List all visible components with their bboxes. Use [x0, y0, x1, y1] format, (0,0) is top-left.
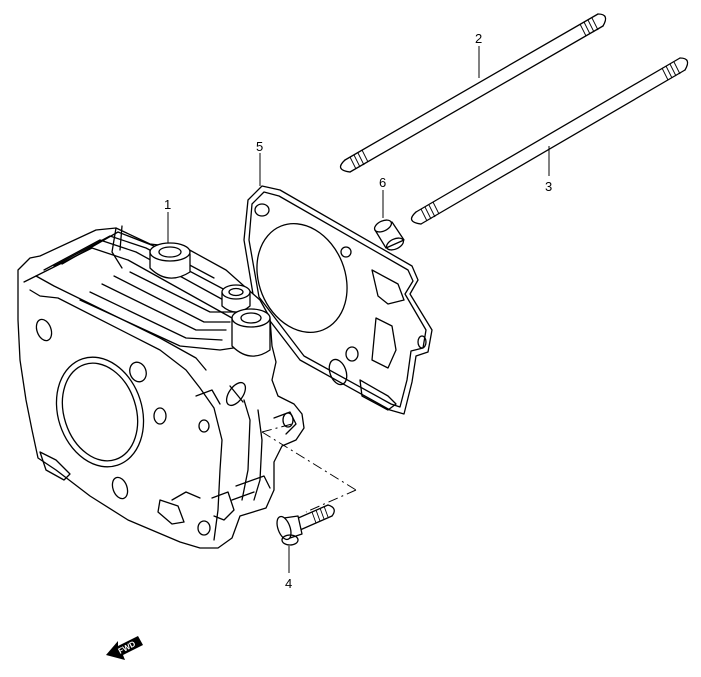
- bolt-4: [276, 504, 335, 546]
- cylinder-gasket-5: [243, 185, 433, 415]
- callout-6: 6: [379, 175, 386, 190]
- bolt-assembly-line: [261, 423, 357, 513]
- callout-1: 1: [164, 197, 171, 212]
- callout-4: 4: [285, 576, 292, 591]
- leader-lines: [167, 46, 550, 573]
- stud-bolt-2: [339, 13, 607, 173]
- callout-5: 5: [256, 139, 263, 154]
- dowel-pin-6: [373, 219, 405, 251]
- callout-3: 3: [545, 179, 552, 194]
- fwd-arrow-icon: FWD: [106, 636, 143, 660]
- cylinder-1: [17, 225, 305, 549]
- callout-2: 2: [475, 31, 482, 46]
- stud-bolt-3: [410, 57, 689, 225]
